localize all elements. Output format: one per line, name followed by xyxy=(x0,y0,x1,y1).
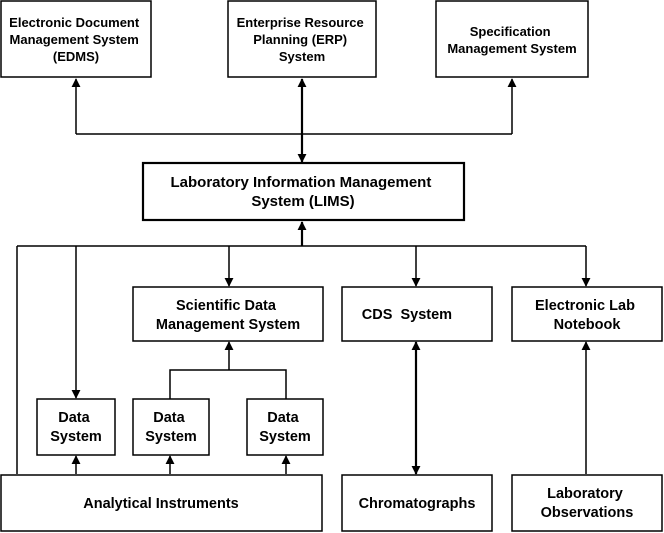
analytical-instruments-label: Analytical Instruments xyxy=(83,496,239,512)
svg-text:Analytical Instruments: Analytical Instruments xyxy=(83,496,239,512)
sdms-label-line-2: Management System xyxy=(156,317,300,333)
svg-text:Electronic Lab Notebook: Electronic Lab Notebook xyxy=(535,298,639,333)
edms-label-line-3: (EDMS) xyxy=(53,49,99,64)
lims-label-line-2: System (LIMS) xyxy=(251,193,354,210)
edms-box[interactable]: Electronic Document Management System (E… xyxy=(0,0,152,78)
edms-label-line-1: Electronic Document xyxy=(9,15,140,30)
erp-label-line-3: System xyxy=(279,49,325,64)
svg-text:Specification Management: Specification Management System xyxy=(447,24,576,56)
sdms-label-line-1: Scientific Data xyxy=(176,298,277,314)
svg-text:CDS System: CDS System xyxy=(0,0,472,323)
laboratory-observations-box[interactable]: Laboratory Observations xyxy=(511,474,663,532)
svg-text:Chromatographs: Chromatographs xyxy=(359,496,476,512)
svg-text:Data System: Data System xyxy=(50,410,102,445)
data-system-3-label-line-1: Data xyxy=(267,410,299,426)
analytical-instruments-box[interactable]: Analytical Instruments xyxy=(0,474,323,532)
eln-label-line-2: Notebook xyxy=(554,317,622,333)
lab-observations-label-line-1: Laboratory xyxy=(547,486,623,502)
chromatographs-label: Chromatographs xyxy=(359,496,476,512)
data-system-1-box[interactable]: Data System xyxy=(36,398,116,456)
svg-text:Enterprise Resource Plan: Enterprise Resource Planning (ERP) Syste… xyxy=(237,15,368,64)
svg-text:Data System: Data System xyxy=(145,410,197,445)
specification-box[interactable]: Specification Management System xyxy=(435,0,589,78)
data-system-2-box[interactable]: Data System xyxy=(132,398,210,456)
svg-text:Laboratory Observations: Laboratory Observations xyxy=(541,486,634,521)
data-system-1-label-line-2: System xyxy=(50,429,102,445)
data-system-2-label-line-1: Data xyxy=(153,410,185,426)
lims-box[interactable]: Laboratory Information Management System… xyxy=(141,161,466,222)
data-system-2-label-line-2: System xyxy=(145,429,197,445)
chromatographs-box[interactable]: Chromatographs xyxy=(341,474,493,532)
cds-label: CDS System xyxy=(362,307,452,323)
cds-box[interactable]: CDS System xyxy=(0,0,493,342)
svg-text:Laboratory Information Managem: Laboratory Information Management System… xyxy=(170,174,435,210)
erp-box[interactable]: Enterprise Resource Planning (ERP) Syste… xyxy=(227,0,377,78)
svg-text:Scientific Data Manageme: Scientific Data Management System xyxy=(156,298,300,333)
data-system-1-label-line-1: Data xyxy=(58,410,90,426)
connectors xyxy=(16,78,591,475)
eln-box[interactable]: Electronic Lab Notebook xyxy=(511,286,663,342)
edms-label-line-2: Management System xyxy=(10,32,139,47)
data-system-3-box[interactable]: Data System xyxy=(246,398,324,456)
erp-label-line-1: Enterprise Resource xyxy=(237,15,364,30)
svg-text:Electronic Document Mana: Electronic Document Management System (E… xyxy=(9,15,143,64)
connector-sdms-fan-in xyxy=(169,369,287,399)
spec-label-line-1: Specification xyxy=(470,24,551,39)
lims-label-line-1: Laboratory Information Management xyxy=(170,174,431,191)
spec-label-line-2: Management System xyxy=(447,41,576,56)
lab-observations-label-line-2: Observations xyxy=(541,505,634,521)
erp-label-line-2: Planning (ERP) xyxy=(253,32,347,47)
svg-text:Data System: Data System xyxy=(259,410,311,445)
eln-label-line-1: Electronic Lab xyxy=(535,298,635,314)
sdms-box[interactable]: Scientific Data Management System xyxy=(132,286,324,342)
data-system-3-label-line-2: System xyxy=(259,429,311,445)
